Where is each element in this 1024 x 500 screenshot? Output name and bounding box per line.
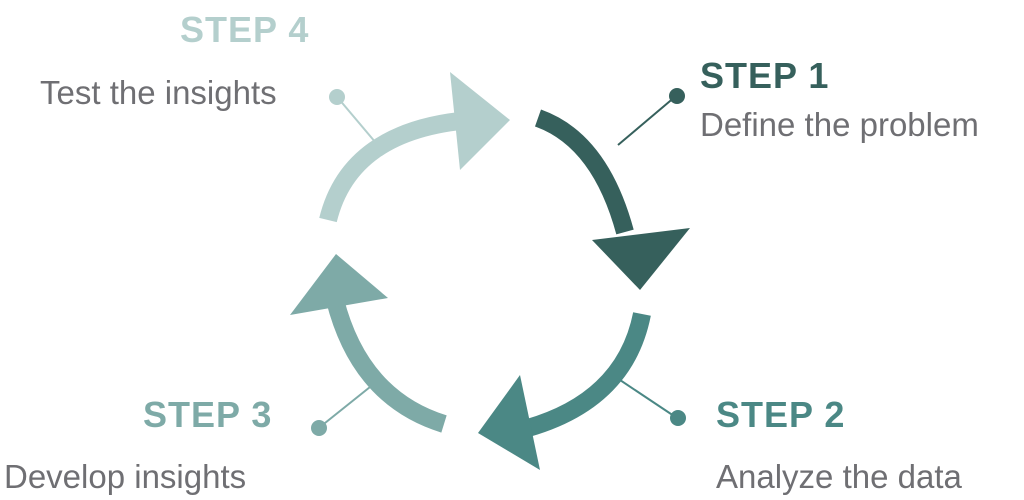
step4-arrowhead: [450, 72, 510, 170]
step4-title: STEP 4: [180, 9, 310, 50]
step3-connector: [311, 386, 371, 436]
step1-arrow: [534, 109, 690, 290]
step2-arc: [525, 312, 651, 437]
step2-title: STEP 2: [716, 394, 846, 435]
step2-arrow: [478, 312, 651, 470]
step2-arrowhead: [478, 375, 540, 470]
step1-connector: [617, 88, 685, 146]
step4-description: Test the insights: [40, 74, 277, 111]
step2-connector: [619, 379, 686, 426]
step1-arc: [534, 109, 634, 235]
step4-arrow: [319, 72, 510, 223]
step3-arrowhead: [290, 254, 388, 315]
step3-arrow: [290, 254, 447, 433]
step1-arrowhead: [592, 228, 690, 290]
step4-arc: [319, 111, 471, 223]
step3-arc: [326, 297, 447, 433]
step1-title: STEP 1: [700, 55, 830, 96]
step3-description: Develop insights: [4, 458, 247, 495]
step3-title: STEP 3: [143, 394, 273, 435]
step2-description: Analyze the data: [716, 458, 962, 495]
step4-connector: [329, 89, 377, 144]
step1-description: Define the problem: [700, 106, 979, 143]
